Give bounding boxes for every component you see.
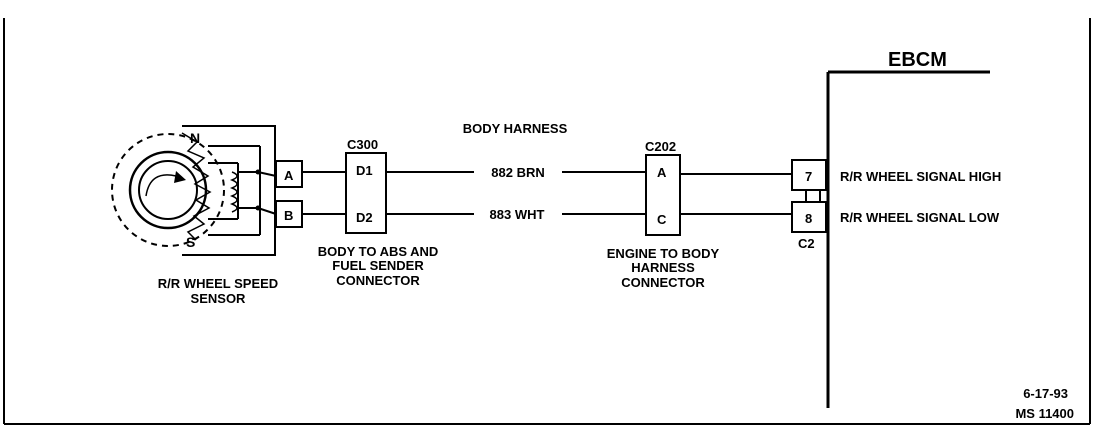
sensor-pin-s: S xyxy=(186,234,195,250)
sensor-terminal-b: B xyxy=(284,208,293,223)
c202-desc-line3: CONNECTOR xyxy=(621,275,705,290)
c2-pin7-box xyxy=(791,159,827,191)
footer-date: 6-17-93 xyxy=(1023,386,1068,401)
c300-pin1: D1 xyxy=(356,163,373,178)
c2-id: C2 xyxy=(798,236,815,251)
c202-desc-line2: HARNESS xyxy=(631,260,695,275)
wire1-label: 882 BRN xyxy=(491,165,544,180)
harness-wires: 882 BRN 883 WHT xyxy=(386,165,646,222)
c202-body xyxy=(645,154,681,236)
c2-link xyxy=(805,189,821,203)
sensor-label-line1: R/R WHEEL SPEED xyxy=(158,276,278,291)
body-harness-label: BODY HARNESS xyxy=(463,121,568,136)
sensor-terminals: A B xyxy=(275,160,303,228)
sensor-terminal-a: A xyxy=(284,168,294,183)
sensor-terminal-a-box xyxy=(275,160,303,188)
c300-desc-line2: FUEL SENDER xyxy=(332,258,424,273)
c202-pin1: A xyxy=(657,165,667,180)
sensor-label-line2: SENSOR xyxy=(191,291,247,306)
connector-c2: 7 8 C2 R/R WHEEL SIGNAL HIGH R/R WHEEL S… xyxy=(791,159,1001,251)
ebcm-title: EBCM xyxy=(888,49,947,71)
connector-c300: C300 D1 D2 BODY TO ABS AND FUEL SENDER C… xyxy=(318,137,439,288)
sensor-pin-n: N xyxy=(190,130,200,146)
ebcm-module: EBCM xyxy=(826,49,990,408)
c300-desc-line1: BODY TO ABS AND xyxy=(318,244,439,259)
c300-pin2: D2 xyxy=(356,210,373,225)
signal-low-label: R/R WHEEL SIGNAL LOW xyxy=(840,210,1000,225)
c202-id: C202 xyxy=(645,139,676,154)
c2-pin8-box xyxy=(791,201,827,233)
wire2-label: 883 WHT xyxy=(490,207,545,222)
wheel-speed-sensor: N S xyxy=(111,125,277,256)
page-border xyxy=(3,18,1091,425)
c202-desc-line1: ENGINE TO BODY xyxy=(607,246,720,261)
c300-id: C300 xyxy=(347,137,378,152)
signal-high-label: R/R WHEEL SIGNAL HIGH xyxy=(840,169,1001,184)
c202-pin2: C xyxy=(657,212,667,227)
connector-c202: C202 A C ENGINE TO BODY HARNESS CONNECTO… xyxy=(607,139,720,290)
footer-code: MS 11400 xyxy=(1015,406,1074,421)
c300-body xyxy=(345,152,387,234)
c2-pin7: 7 xyxy=(805,169,812,184)
c300-desc-line3: CONNECTOR xyxy=(336,273,420,288)
c2-pin8: 8 xyxy=(805,211,812,226)
